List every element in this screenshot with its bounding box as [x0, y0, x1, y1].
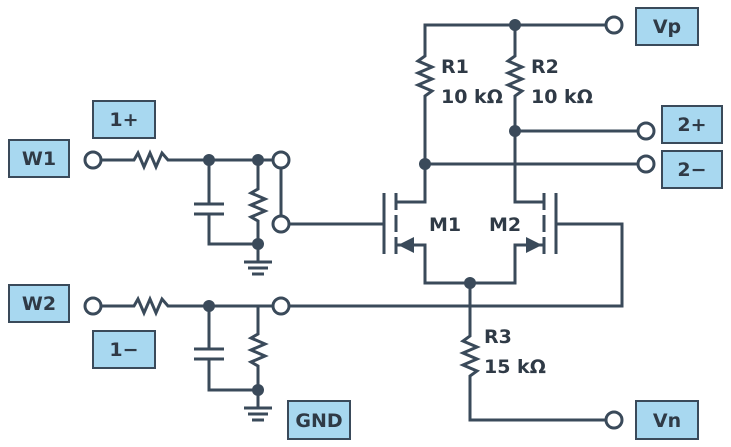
vp-label-box: Vp: [635, 7, 699, 46]
in-minus-label-box: 1−: [92, 330, 156, 369]
r1-value: 10 kΩ: [441, 86, 503, 108]
w2-input-network: [83, 295, 291, 422]
w2-label-box: W2: [8, 284, 70, 323]
w1-label-box: W1: [8, 139, 70, 178]
in-minus-terminal[interactable]: [271, 296, 291, 316]
svg-text:GND: GND: [295, 410, 342, 432]
m1-gate-terminal[interactable]: [271, 214, 291, 234]
r3-value: 15 kΩ: [484, 356, 546, 378]
svg-text:1+: 1+: [109, 109, 138, 131]
resistor-r1: [414, 50, 436, 166]
svg-text:2+: 2+: [677, 114, 706, 136]
out-minus-wire: [419, 154, 656, 174]
m2-name: M2: [489, 214, 521, 236]
svg-text:1−: 1−: [109, 339, 138, 361]
svg-text:2−: 2−: [677, 159, 706, 181]
resistor-r3: [459, 330, 624, 430]
svg-text:Vn: Vn: [653, 410, 681, 432]
svg-text:Vp: Vp: [653, 16, 681, 38]
out-plus-label-box: 2+: [661, 105, 723, 144]
vp-rail: [423, 15, 624, 52]
vn-terminal[interactable]: [604, 410, 624, 430]
r1-name: R1: [441, 56, 469, 78]
transistor-m2: [287, 129, 624, 308]
out-plus-terminal[interactable]: [636, 121, 656, 141]
m1-name: M1: [429, 214, 461, 236]
w1-terminal[interactable]: [83, 150, 103, 170]
out-minus-label-box: 2−: [661, 150, 723, 189]
gnd-label-box: GND: [287, 400, 351, 440]
r2-name: R2: [531, 56, 559, 78]
w1-input-network: [83, 149, 291, 276]
r3-name: R3: [484, 326, 512, 348]
transistor-m1: [287, 162, 427, 285]
svg-text:W2: W2: [22, 293, 56, 315]
w2-terminal[interactable]: [83, 296, 103, 316]
vp-terminal[interactable]: [604, 15, 624, 35]
svg-text:W1: W1: [22, 148, 56, 170]
out-plus-wire: [509, 121, 656, 141]
resistor-r2: [504, 50, 526, 133]
in-plus-label-box: 1+: [92, 100, 156, 139]
out-minus-terminal[interactable]: [636, 154, 656, 174]
r2-value: 10 kΩ: [531, 86, 593, 108]
vn-label-box: Vn: [635, 400, 699, 440]
source-node: [423, 277, 517, 332]
in-plus-terminal[interactable]: [271, 150, 291, 170]
